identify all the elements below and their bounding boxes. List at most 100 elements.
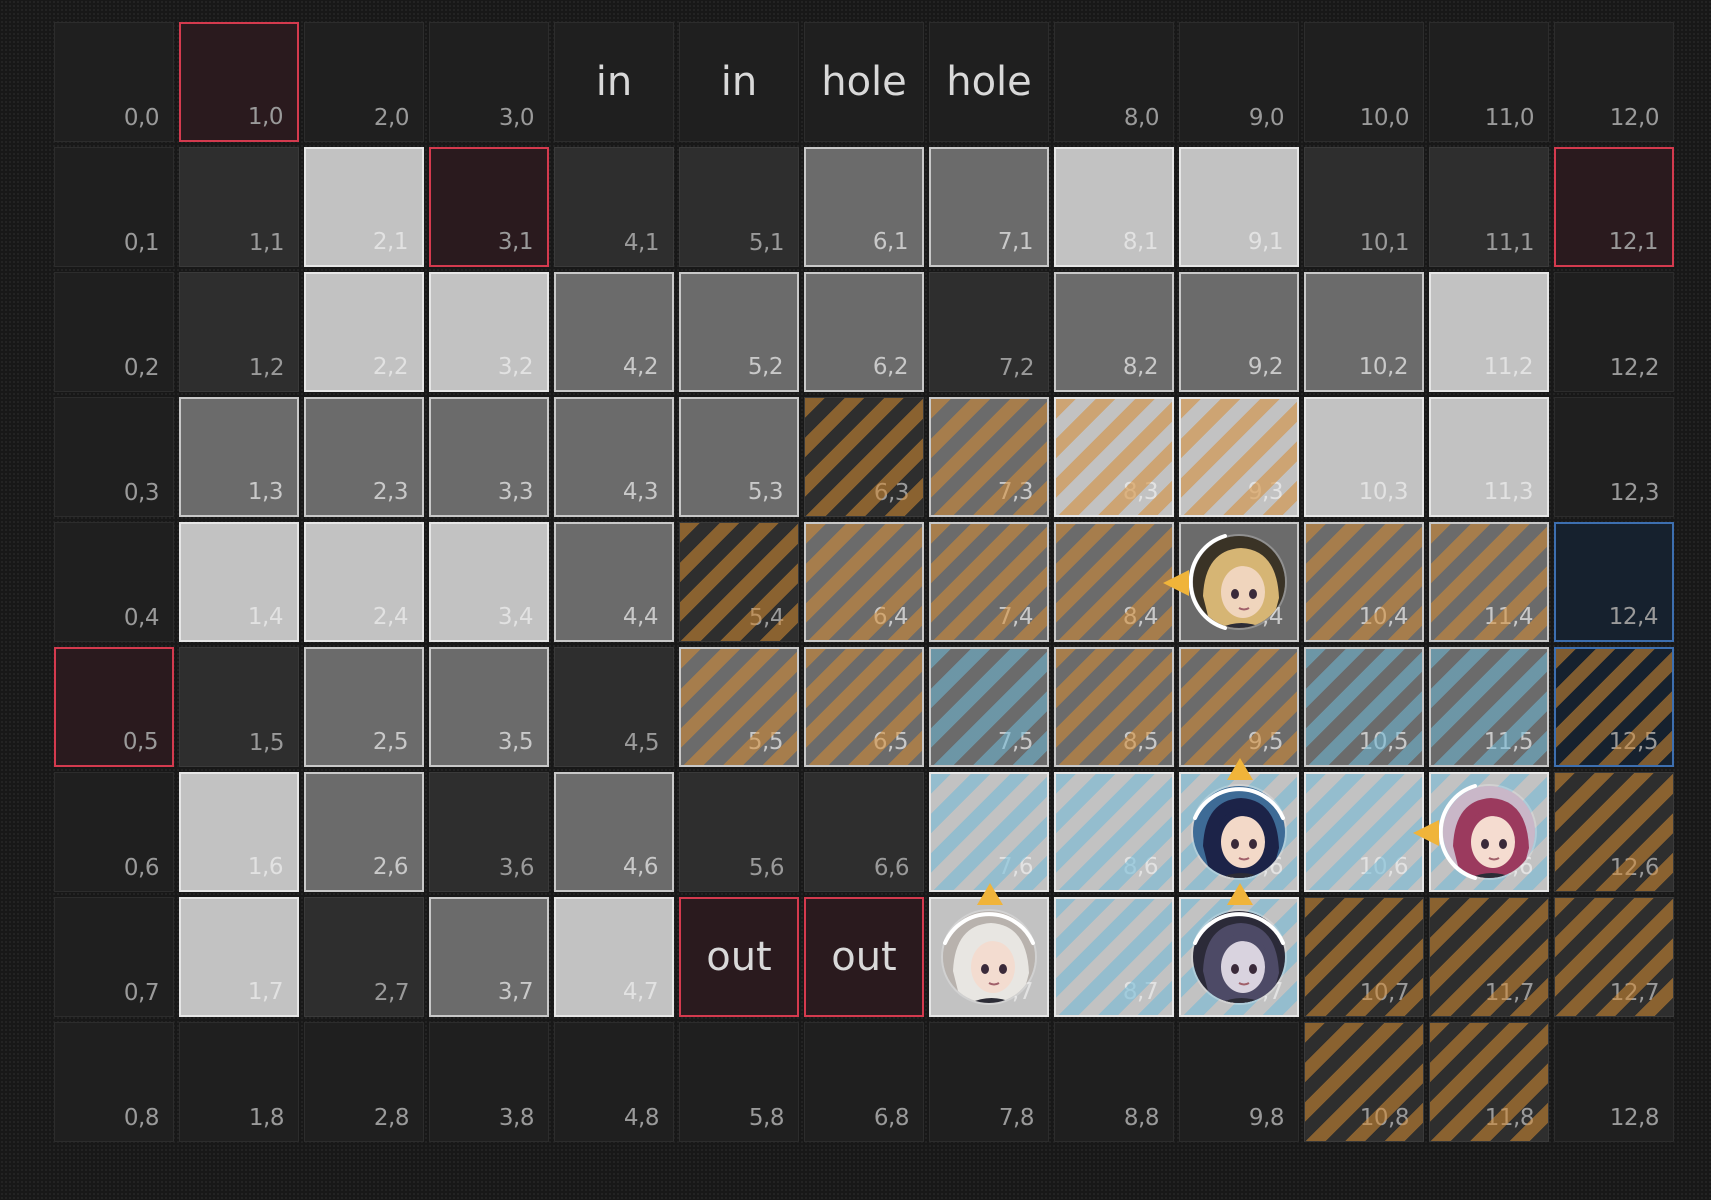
tile-10-7[interactable]: 10,7 xyxy=(1304,897,1424,1017)
tile-10-4[interactable]: 10,4 xyxy=(1304,522,1424,642)
tile-7-2[interactable]: 7,2 xyxy=(929,272,1049,392)
tile-8-5[interactable]: 8,5 xyxy=(1054,647,1174,767)
tile-4-2[interactable]: 4,2 xyxy=(554,272,674,392)
tile-4-8[interactable]: 4,8 xyxy=(554,1022,674,1142)
tile-8-7[interactable]: 8,7 xyxy=(1054,897,1174,1017)
tile-5-4[interactable]: 5,4 xyxy=(679,522,799,642)
tile-5-7[interactable]: out xyxy=(679,897,799,1017)
tile-0-1[interactable]: 0,1 xyxy=(54,147,174,267)
tile-8-2[interactable]: 8,2 xyxy=(1054,272,1174,392)
tile-8-3[interactable]: 8,3 xyxy=(1054,397,1174,517)
tile-4-5[interactable]: 4,5 xyxy=(554,647,674,767)
tile-6-1[interactable]: 6,1 xyxy=(804,147,924,267)
tile-6-2[interactable]: 6,2 xyxy=(804,272,924,392)
tile-9-1[interactable]: 9,1 xyxy=(1179,147,1299,267)
tile-12-6[interactable]: 12,6 xyxy=(1554,772,1674,892)
tile-10-6[interactable]: 10,6 xyxy=(1304,772,1424,892)
tile-3-7[interactable]: 3,7 xyxy=(429,897,549,1017)
tile-9-5[interactable]: 9,5 xyxy=(1179,647,1299,767)
tile-8-6[interactable]: 8,6 xyxy=(1054,772,1174,892)
tile-12-2[interactable]: 12,2 xyxy=(1554,272,1674,392)
tile-11-4[interactable]: 11,4 xyxy=(1429,522,1549,642)
tile-4-3[interactable]: 4,3 xyxy=(554,397,674,517)
tile-4-1[interactable]: 4,1 xyxy=(554,147,674,267)
tile-0-6[interactable]: 0,6 xyxy=(54,772,174,892)
tile-3-1[interactable]: 3,1 xyxy=(429,147,549,267)
tile-9-0[interactable]: 9,0 xyxy=(1179,22,1299,142)
tile-12-1[interactable]: 12,1 xyxy=(1554,147,1674,267)
tile-0-0[interactable]: 0,0 xyxy=(54,22,174,142)
tile-0-2[interactable]: 0,2 xyxy=(54,272,174,392)
tile-3-0[interactable]: 3,0 xyxy=(429,22,549,142)
tile-12-4[interactable]: 12,4 xyxy=(1554,522,1674,642)
tile-12-8[interactable]: 12,8 xyxy=(1554,1022,1674,1142)
tile-0-8[interactable]: 0,8 xyxy=(54,1022,174,1142)
tile-2-0[interactable]: 2,0 xyxy=(304,22,424,142)
unit-11-6[interactable] xyxy=(1413,784,1537,880)
tile-7-4[interactable]: 7,4 xyxy=(929,522,1049,642)
tile-6-6[interactable]: 6,6 xyxy=(804,772,924,892)
tile-0-7[interactable]: 0,7 xyxy=(54,897,174,1017)
tile-7-5[interactable]: 7,5 xyxy=(929,647,1049,767)
tile-10-1[interactable]: 10,1 xyxy=(1304,147,1424,267)
tile-5-0[interactable]: in xyxy=(679,22,799,142)
tile-2-8[interactable]: 2,8 xyxy=(304,1022,424,1142)
tile-6-5[interactable]: 6,5 xyxy=(804,647,924,767)
tile-1-4[interactable]: 1,4 xyxy=(179,522,299,642)
tile-5-1[interactable]: 5,1 xyxy=(679,147,799,267)
tile-6-7[interactable]: out xyxy=(804,897,924,1017)
tile-11-2[interactable]: 11,2 xyxy=(1429,272,1549,392)
tile-8-0[interactable]: 8,0 xyxy=(1054,22,1174,142)
tile-8-4[interactable]: 8,4 xyxy=(1054,522,1174,642)
tile-8-1[interactable]: 8,1 xyxy=(1054,147,1174,267)
tile-6-3[interactable]: 6,3 xyxy=(804,397,924,517)
tile-10-3[interactable]: 10,3 xyxy=(1304,397,1424,517)
tile-6-4[interactable]: 6,4 xyxy=(804,522,924,642)
tile-4-0[interactable]: in xyxy=(554,22,674,142)
tile-2-2[interactable]: 2,2 xyxy=(304,272,424,392)
tile-9-2[interactable]: 9,2 xyxy=(1179,272,1299,392)
tile-6-8[interactable]: 6,8 xyxy=(804,1022,924,1142)
tile-9-3[interactable]: 9,3 xyxy=(1179,397,1299,517)
tile-12-7[interactable]: 12,7 xyxy=(1554,897,1674,1017)
unit-9-7[interactable] xyxy=(1191,883,1287,1005)
tile-12-0[interactable]: 12,0 xyxy=(1554,22,1674,142)
tile-4-7[interactable]: 4,7 xyxy=(554,897,674,1017)
tile-7-3[interactable]: 7,3 xyxy=(929,397,1049,517)
tile-9-8[interactable]: 9,8 xyxy=(1179,1022,1299,1142)
tile-3-3[interactable]: 3,3 xyxy=(429,397,549,517)
tile-1-1[interactable]: 1,1 xyxy=(179,147,299,267)
tile-12-5[interactable]: 12,5 xyxy=(1554,647,1674,767)
tile-10-8[interactable]: 10,8 xyxy=(1304,1022,1424,1142)
tile-11-8[interactable]: 11,8 xyxy=(1429,1022,1549,1142)
tile-2-6[interactable]: 2,6 xyxy=(304,772,424,892)
tile-3-5[interactable]: 3,5 xyxy=(429,647,549,767)
tile-12-3[interactable]: 12,3 xyxy=(1554,397,1674,517)
tile-8-8[interactable]: 8,8 xyxy=(1054,1022,1174,1142)
tile-7-6[interactable]: 7,6 xyxy=(929,772,1049,892)
tile-3-2[interactable]: 3,2 xyxy=(429,272,549,392)
tile-3-8[interactable]: 3,8 xyxy=(429,1022,549,1142)
tile-11-5[interactable]: 11,5 xyxy=(1429,647,1549,767)
tile-1-5[interactable]: 1,5 xyxy=(179,647,299,767)
tile-1-3[interactable]: 1,3 xyxy=(179,397,299,517)
tile-1-0[interactable]: 1,0 xyxy=(179,22,299,142)
tile-4-4[interactable]: 4,4 xyxy=(554,522,674,642)
tile-1-2[interactable]: 1,2 xyxy=(179,272,299,392)
tile-11-0[interactable]: 11,0 xyxy=(1429,22,1549,142)
unit-9-4[interactable] xyxy=(1163,534,1287,630)
tile-0-4[interactable]: 0,4 xyxy=(54,522,174,642)
tile-10-5[interactable]: 10,5 xyxy=(1304,647,1424,767)
tile-5-2[interactable]: 5,2 xyxy=(679,272,799,392)
tile-7-1[interactable]: 7,1 xyxy=(929,147,1049,267)
tile-11-3[interactable]: 11,3 xyxy=(1429,397,1549,517)
unit-9-6[interactable] xyxy=(1191,758,1287,880)
tile-2-1[interactable]: 2,1 xyxy=(304,147,424,267)
unit-7-7[interactable] xyxy=(941,883,1037,1005)
tile-5-5[interactable]: 5,5 xyxy=(679,647,799,767)
tile-5-8[interactable]: 5,8 xyxy=(679,1022,799,1142)
tile-1-7[interactable]: 1,7 xyxy=(179,897,299,1017)
tile-3-6[interactable]: 3,6 xyxy=(429,772,549,892)
tile-6-0[interactable]: hole xyxy=(804,22,924,142)
tile-11-1[interactable]: 11,1 xyxy=(1429,147,1549,267)
